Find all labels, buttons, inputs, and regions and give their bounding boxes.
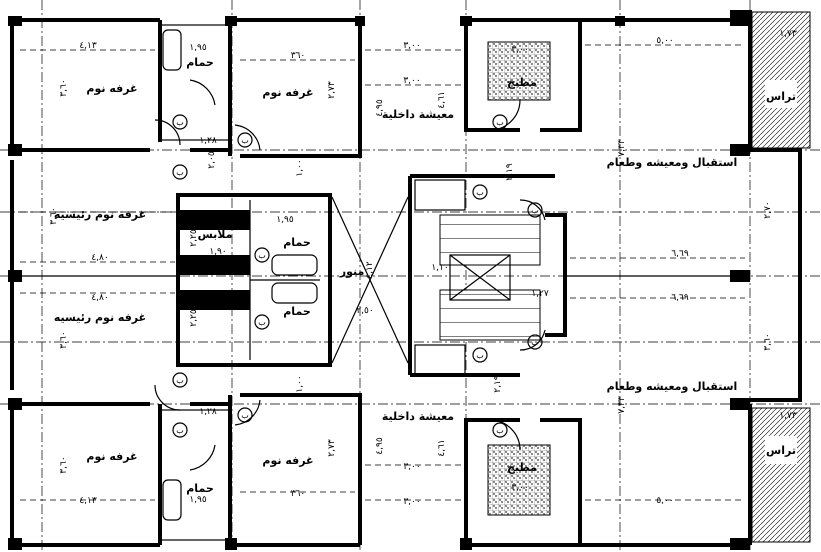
- dimension-label: ١,١٠: [431, 263, 448, 273]
- door-mark: ب: [176, 426, 184, 435]
- door-mark: ب: [241, 411, 249, 420]
- room-label-bedroom: غرفه نوم: [86, 82, 137, 95]
- dimension-label: ٣,٦٠: [59, 331, 69, 348]
- dimension-label: ٤,٩٥: [375, 437, 385, 455]
- room-label-kitchen: مطبخ: [507, 461, 537, 474]
- dimension-label: ٤,٨٠: [91, 253, 108, 263]
- door-mark: ب: [258, 251, 266, 260]
- dimension-label: ١,٧٣: [779, 411, 797, 421]
- columns: [8, 10, 750, 550]
- door-mark: ب: [496, 426, 504, 435]
- room-label-living: معيشة داخلية: [382, 410, 454, 423]
- dimension-label: ٧,٣٣: [617, 139, 627, 157]
- dimension-label: ٣,٠٠: [403, 497, 420, 507]
- kitchen-counter-top: [487, 41, 551, 101]
- dimension-label: ٤,٩٥: [375, 99, 385, 117]
- door-mark: ب: [531, 338, 539, 347]
- room-label-bathroom: حمام: [186, 482, 214, 495]
- room-label-terrace: تراس: [766, 90, 796, 103]
- dimension-label: ٦,٦٩: [671, 249, 689, 259]
- dimension-label: ٣٦٠: [291, 489, 306, 499]
- door-mark: ب: [496, 118, 504, 127]
- terrace-top-label-bg: [765, 80, 797, 108]
- dimension-label: ٢,٧٣: [327, 439, 337, 457]
- dimension-label: ٦,٦٩: [671, 293, 689, 303]
- room-label-bedroom: غرفه نوم: [262, 454, 313, 467]
- room-label-bathroom: حمام: [283, 305, 311, 318]
- door-mark: ب: [176, 118, 184, 127]
- kitchen-counter-bottom: [487, 444, 551, 516]
- door-mark: ب: [531, 206, 539, 215]
- dimension-label: ١,٢٨: [199, 407, 217, 417]
- dimension-label: ٣,٦٠: [49, 207, 59, 224]
- light-shaft: [331, 196, 409, 364]
- dimension-label: ٥,٠٠: [656, 36, 673, 46]
- terrace-bottom-label-bg: [765, 436, 797, 464]
- dimension-label: ١,٩٥: [189, 43, 207, 53]
- room-label-kitchen: مطبخ: [507, 76, 537, 89]
- dimension-label: ١,٩٥: [189, 495, 207, 505]
- room-label-living: معيشة داخلية: [382, 108, 454, 121]
- dimension-label: ١,٠٠: [295, 159, 305, 176]
- dimension-label: ٤,١٣: [79, 41, 97, 51]
- dimension-label: ٣,٠٠: [511, 45, 528, 55]
- door-swings: [154, 79, 546, 471]
- dimension-label: ١,٠٠: [295, 375, 305, 392]
- room-label-bathroom: حمام: [186, 56, 214, 69]
- dimension-label: ٢,٠٥: [207, 151, 217, 169]
- dimension-label: ٧,٣٣: [617, 396, 627, 414]
- dimension-label: ٣٦٠: [291, 51, 306, 61]
- door-mark: ب: [258, 318, 266, 327]
- door-mark: ب: [176, 376, 184, 385]
- dimension-label: ٤,٦١: [437, 91, 447, 108]
- door-marks: ب ب ب ب ب ب ب ب ب ب ب ب ب ب: [172, 114, 543, 438]
- dimension-label: ١,٩٥: [276, 215, 294, 225]
- door-mark: ب: [241, 136, 249, 145]
- room-label-master-bedroom: غرفه نوم رئيسيه: [54, 311, 146, 324]
- room-label-reception: استقبال ومعيشه وطعام: [607, 156, 738, 169]
- dimension-label: ٣,٦٠: [59, 79, 69, 96]
- dimension-label: ٢,٢٥: [189, 309, 199, 327]
- dimension-label: ٢,١٩: [505, 163, 515, 181]
- dimension-label: ٤,٦١: [437, 439, 447, 456]
- dimension-label: ٤,٨٠: [91, 293, 108, 303]
- room-label-reception: استقبال ومعيشه وطعام: [607, 380, 738, 393]
- door-mark: ب: [176, 168, 184, 177]
- dimension-label: ٢,٥٠: [356, 306, 373, 316]
- dimension-label: ١,٢٨: [199, 136, 217, 146]
- dimension-label: ٢,٧٣: [327, 81, 337, 99]
- dimension-lines: [20, 44, 745, 501]
- stair-core: [439, 214, 541, 341]
- dimension-label: ٢,٢٥: [189, 229, 199, 247]
- dimension-label: ١,٧٣: [779, 29, 797, 39]
- room-label-bathroom: حمام: [283, 236, 311, 249]
- dimension-label: ٤,١٢: [365, 261, 375, 279]
- bathtubs: [162, 29, 318, 521]
- room-label-master-bedroom: غرفه نوم رئيسيه: [54, 208, 146, 221]
- dimension-label: ٢,١٩: [493, 375, 503, 393]
- dimension-label: ٤,١٣: [79, 496, 97, 506]
- dimension-label: ٣,٦٠: [763, 333, 773, 350]
- door-mark: ب: [476, 188, 484, 197]
- dimension-label: ٣,٠٠: [511, 483, 528, 493]
- dimension-label: ١,٢٧: [531, 289, 549, 299]
- dimension-label: ٢,٧٠: [763, 201, 773, 218]
- dimension-label: ٣,٠٠: [403, 462, 420, 472]
- terrace-bottom-hatch: [751, 407, 811, 543]
- door-mark: ب: [476, 351, 484, 360]
- room-label-bedroom: غرفه نوم: [262, 86, 313, 99]
- room-label-terrace: تراس: [766, 444, 796, 457]
- room-label-bedroom: غرفه نوم: [86, 450, 137, 463]
- room-label-wardrobe: ملابس: [198, 228, 233, 241]
- dimension-label: ٥,٠٠: [656, 496, 673, 506]
- dimension-label: ١,٩٠: [209, 247, 226, 257]
- dimension-label: ٣,٦٠: [59, 456, 69, 473]
- room-label-shaft: منور: [339, 265, 365, 278]
- dimension-label: ٣,٠٠: [403, 76, 420, 86]
- partitions: [12, 24, 750, 541]
- dimension-label: ٣,٠٠: [403, 41, 420, 51]
